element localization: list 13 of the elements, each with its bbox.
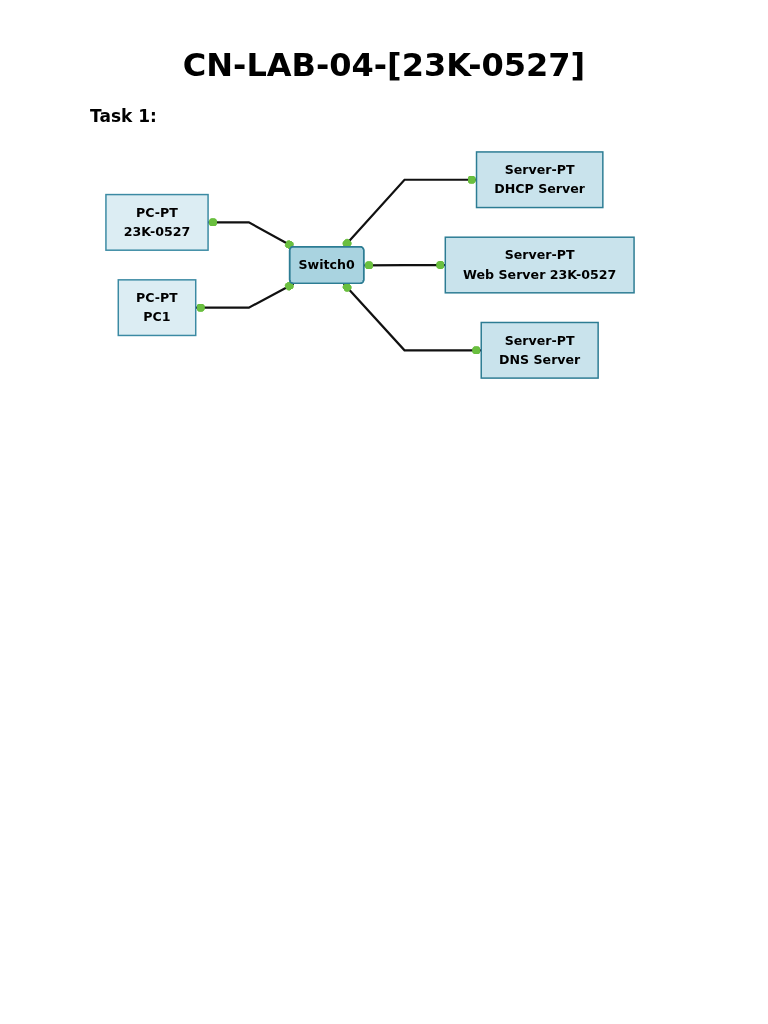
page-title: CN-LAB-04-[23K-0527]: [181, 45, 587, 84]
server-node: Server-PT DHCP Server: [475, 151, 604, 209]
network-link: [364, 260, 446, 270]
switch-node: Switch0: [288, 245, 365, 285]
server-node: Server-PT DNS Server: [480, 321, 599, 379]
pc-node: PC-PT PC1: [117, 279, 197, 337]
network-link: [342, 175, 477, 248]
section-heading: Task 1:: [90, 106, 157, 126]
network-link: [195, 281, 295, 313]
pc-node: PC-PT 23K-0527: [105, 193, 209, 251]
network-link: [208, 217, 295, 250]
network-link: [342, 282, 482, 355]
server-node: Server-PT Web Server 23K-0527: [444, 236, 635, 294]
